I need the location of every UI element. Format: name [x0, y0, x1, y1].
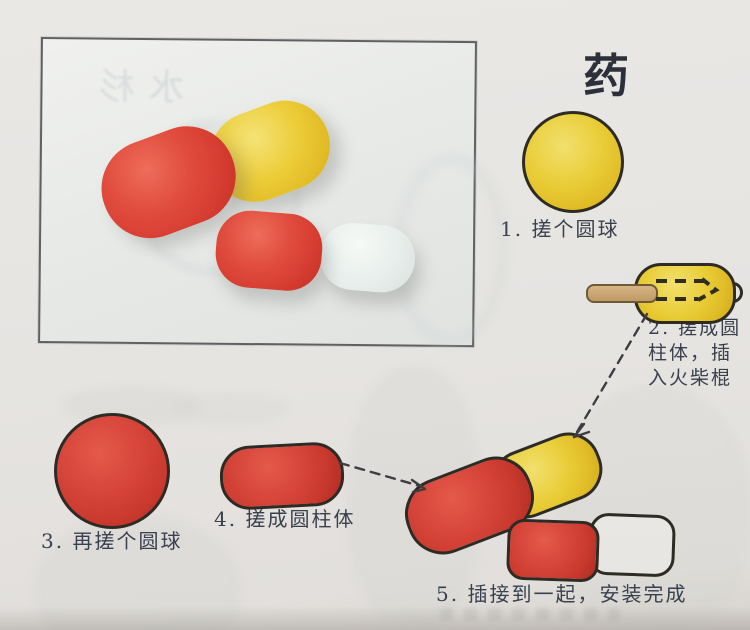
step2-matchstick: [586, 284, 658, 303]
step3-red-ball: [54, 413, 170, 529]
photo-capsule-small-red-half: [213, 208, 325, 294]
step4-red-cylinder: [218, 440, 346, 512]
step1-yellow-ball: [522, 111, 624, 213]
step2-label-line2: 柱体，插: [648, 342, 733, 364]
step2-label: 2. 搓成圆 柱体，插 入火柴棍: [648, 316, 750, 391]
step1-label: 1. 搓个圆球: [500, 217, 620, 241]
step4-label: 4. 搓成圆柱体: [214, 507, 356, 531]
photo-capsule-small-white-half: [317, 220, 418, 295]
step2-label-line3: 入火柴棍: [648, 367, 733, 389]
ghost-marks: [440, 608, 620, 621]
ghost-blob: [34, 516, 242, 630]
photo-ghost-text: 水杉: [84, 66, 185, 109]
ghost-blob: [170, 392, 290, 426]
page-bottom-shadow: [0, 606, 750, 630]
step5-capsule2-white-half: [587, 512, 677, 578]
step5-label: 5. 插接到一起，安装完成: [436, 582, 688, 606]
photo-frame: 水杉: [38, 37, 510, 348]
page-title: 药: [583, 49, 631, 103]
step5-capsule2-red-half: [505, 518, 601, 583]
step3-label: 3. 再搓个圆球: [41, 529, 183, 553]
